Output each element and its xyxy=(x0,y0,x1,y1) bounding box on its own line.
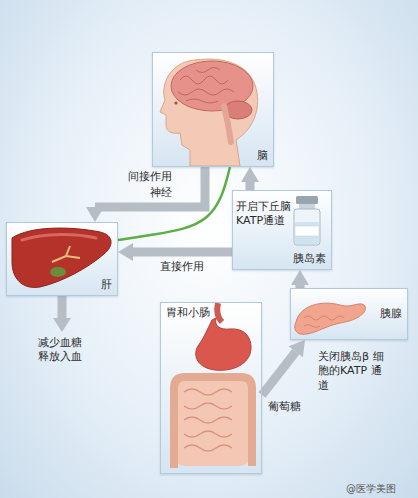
arrow-head xyxy=(289,340,305,357)
liver-vessel xyxy=(52,246,80,262)
head-outline xyxy=(160,59,258,166)
panel-fill xyxy=(6,222,118,296)
annotation: 间接作用 xyxy=(128,170,172,184)
panel-fill xyxy=(152,52,274,167)
connector-line xyxy=(133,248,232,257)
pancreas-shape xyxy=(295,303,366,334)
liver-highlight xyxy=(22,234,96,240)
panel-box: 脑 xyxy=(152,52,274,167)
liver-illustration xyxy=(12,228,111,287)
signal-arrow xyxy=(241,167,259,190)
panel-box: 胰腺 xyxy=(290,288,408,340)
arrow-head xyxy=(291,270,309,285)
gallbladder xyxy=(50,267,66,277)
edge-label: 开启下丘脑 KATP通道 xyxy=(236,200,294,229)
annotation: 关闭胰岛β 细胞的KATP 通道 xyxy=(318,350,390,393)
large-intestine xyxy=(174,377,252,468)
vial-neck xyxy=(299,204,315,209)
eye xyxy=(174,101,177,104)
signal-arrow xyxy=(262,340,305,395)
brain-gyri xyxy=(178,68,234,104)
panel-label: 肝 xyxy=(101,278,112,292)
vial-cap xyxy=(296,196,318,204)
panel-fill xyxy=(232,190,332,270)
output-arrow-head xyxy=(53,318,71,332)
vial-label xyxy=(295,226,319,236)
signal-arrow xyxy=(291,270,309,288)
small-intestine xyxy=(172,378,252,466)
arrow-head xyxy=(241,167,259,182)
watermark: @医学美图 xyxy=(346,482,396,495)
edge-label: 神经 xyxy=(150,186,172,200)
panel-fill xyxy=(160,302,262,474)
output-arrow xyxy=(53,296,71,332)
output-arrow-shaft xyxy=(58,296,67,318)
signal-arrow xyxy=(118,243,232,261)
stomach-shape xyxy=(196,318,251,370)
connector-line xyxy=(118,167,230,240)
liver-shape xyxy=(12,228,111,287)
signal-arrow xyxy=(86,167,205,222)
connector-line xyxy=(246,182,255,190)
esophagus xyxy=(217,303,222,322)
annotation: 减少血糖 释放入血 xyxy=(38,336,86,365)
connector-line xyxy=(262,352,296,395)
panel-label: 胰腺 xyxy=(380,307,402,321)
connectors xyxy=(86,167,309,395)
vial-body xyxy=(294,209,320,245)
panel-label: 胃和小肠 xyxy=(166,306,210,320)
nerve-line xyxy=(118,167,230,240)
intestine-coils xyxy=(184,389,232,451)
connector-line xyxy=(95,167,205,207)
pancreas-lobules xyxy=(304,316,344,328)
edge-label: 葡萄糖 xyxy=(268,400,301,414)
panel-label: 胰岛素 xyxy=(293,252,326,266)
panel-fills xyxy=(6,52,408,474)
panel-box: 胃和小肠 xyxy=(160,302,262,474)
pancreas-illustration xyxy=(295,303,366,334)
brain-stem xyxy=(224,106,231,142)
panel-box: 肝 xyxy=(6,222,118,296)
arrow-head xyxy=(118,243,133,261)
panel-label: 脑 xyxy=(257,149,268,163)
edge-label: 直接作用 xyxy=(160,260,204,274)
gut-illustration xyxy=(172,303,252,468)
panel-fill xyxy=(290,288,408,340)
head-illustration xyxy=(160,59,258,166)
insulin-vial xyxy=(294,196,320,245)
arrow-head xyxy=(86,207,104,222)
vial-liquid xyxy=(295,222,319,244)
